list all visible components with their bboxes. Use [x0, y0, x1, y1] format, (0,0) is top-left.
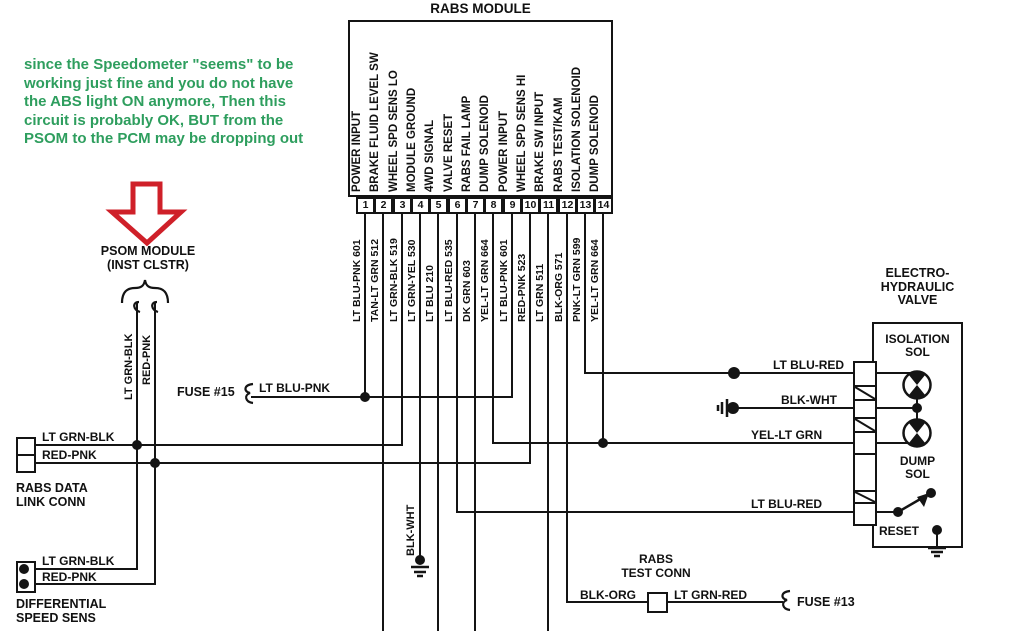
psom-wire2-label: RED-PNK: [141, 334, 153, 385]
wire-psom-ltgrnblk-v: [136, 303, 138, 569]
pin-4: 4: [411, 197, 430, 214]
wire-fuse15-h: [251, 396, 513, 398]
wire-pin8-v: [492, 214, 494, 443]
wire-ltgrnblk-h: [36, 444, 403, 446]
valve-conn-cell-6: [853, 453, 877, 492]
reset-switch: [897, 492, 930, 514]
rabs-module-title: RABS MODULE: [430, 1, 531, 16]
red-pointer-arrow: [105, 181, 188, 247]
valve-conn-slashes: [854, 386, 876, 503]
wire-valve-reset-h: [875, 511, 899, 513]
wire-pin11-v: [547, 214, 549, 631]
wire-diff-ltgrnblk-h: [36, 568, 138, 570]
datalink-wire2-label: RED-PNK: [42, 448, 97, 462]
ltgrnred-label: LT GRN-RED: [674, 588, 748, 602]
wire-ltblured-bottom-h: [456, 511, 854, 513]
pin-8: 8: [484, 197, 503, 214]
isolation-solenoid-symbol: [902, 370, 932, 400]
diff-wire2-label: RED-PNK: [42, 570, 97, 584]
valve-wire3-label: YEL-LT GRN: [751, 428, 823, 442]
isolation-sol-label: ISOLATION SOL: [885, 332, 950, 359]
rabs-data-link-title: RABS DATA LINK CONN: [16, 481, 88, 509]
mid-ground-wire-label: BLK-WHT: [405, 504, 417, 556]
wire-valve-gnd-h: [875, 407, 917, 409]
wire-pin9-v: [511, 214, 513, 397]
wire-reset-ground-v: [936, 531, 938, 548]
reset-label: RESET: [879, 524, 920, 538]
valve-title: ELECTRO- HYDRAULIC VALVE: [880, 266, 955, 307]
pin-2: 2: [374, 197, 393, 214]
wire-psom-redpnk-v: [154, 303, 156, 584]
pin-11: 11: [539, 197, 558, 214]
ground-symbol-mid: [411, 565, 429, 578]
fuse15-label: FUSE #15: [177, 385, 235, 399]
fuse15-wire-label: LT BLU-PNK: [259, 381, 331, 395]
fuse13-symbol: [781, 589, 791, 612]
wire-pin5-v: [437, 214, 439, 631]
wire-ltblured-top-h: [584, 372, 854, 374]
dump-sol-label: DUMP SOL: [899, 454, 936, 481]
annotation-note: since the Speedometer "seems" to be work…: [24, 56, 304, 147]
datalink-wire1-label: LT GRN-BLK: [42, 430, 115, 444]
wire-pin14-v: [602, 214, 604, 443]
valve-wire2-label: BLK-WHT: [781, 393, 837, 407]
connector-divider: [18, 454, 34, 456]
ground-symbol-valve: [928, 546, 946, 558]
wire-diff-redpnk-h: [36, 583, 156, 585]
blkorg-label: BLK-ORG: [580, 588, 636, 602]
wire-valve-iso-h: [875, 372, 912, 374]
wire-redpnk-h: [36, 462, 531, 464]
wire-pin7-v: [474, 214, 476, 631]
rabs-module-box: [348, 20, 613, 197]
psom-module-title: PSOM MODULE (INST CLSTR): [100, 244, 196, 272]
wire-valve-dump-h: [875, 442, 909, 444]
wire-pin6-v: [456, 214, 458, 512]
valve-wire4-label: LT BLU-RED: [751, 497, 823, 511]
dump-solenoid-symbol: [902, 418, 932, 448]
wire-pin13-v: [584, 214, 586, 373]
fuse13-label: FUSE #13: [797, 595, 855, 609]
wire-ltgrnred-h: [667, 601, 783, 603]
pin-5: 5: [429, 197, 448, 214]
wire-yelltgrn-h: [492, 442, 854, 444]
pin-6: 6: [448, 197, 467, 214]
rabs-test-conn-title: RABS TEST CONN: [621, 552, 691, 580]
valve-wire1-label: LT BLU-RED: [773, 358, 845, 372]
pin-14: 14: [594, 197, 613, 214]
diff-wire1-label: LT GRN-BLK: [42, 554, 115, 568]
wire-pin3-v: [401, 214, 403, 445]
wire-blkorg-h: [566, 601, 648, 603]
fuse15-symbol: [244, 382, 254, 405]
wire-blkwht-right-h: [737, 407, 854, 409]
psom-brace: [120, 279, 170, 314]
rabs-data-link-connector: [16, 437, 36, 473]
valve-conn-cell-8: [853, 502, 877, 526]
wire-pin10-v: [529, 214, 531, 463]
diff-speed-sens-title: DIFFERENTIAL SPEED SENS: [16, 597, 107, 625]
ground-symbol-blkwht: [716, 399, 729, 417]
wire-pin2-v: [382, 214, 384, 631]
rabs-test-connector: [647, 592, 668, 613]
psom-wire1-label: LT GRN-BLK: [123, 333, 135, 400]
wire-pin1-v: [364, 214, 366, 397]
pin-12: 12: [558, 197, 577, 214]
wire-pin4-blkwht-v: [419, 214, 421, 560]
wire-pin12-v: [566, 214, 568, 602]
